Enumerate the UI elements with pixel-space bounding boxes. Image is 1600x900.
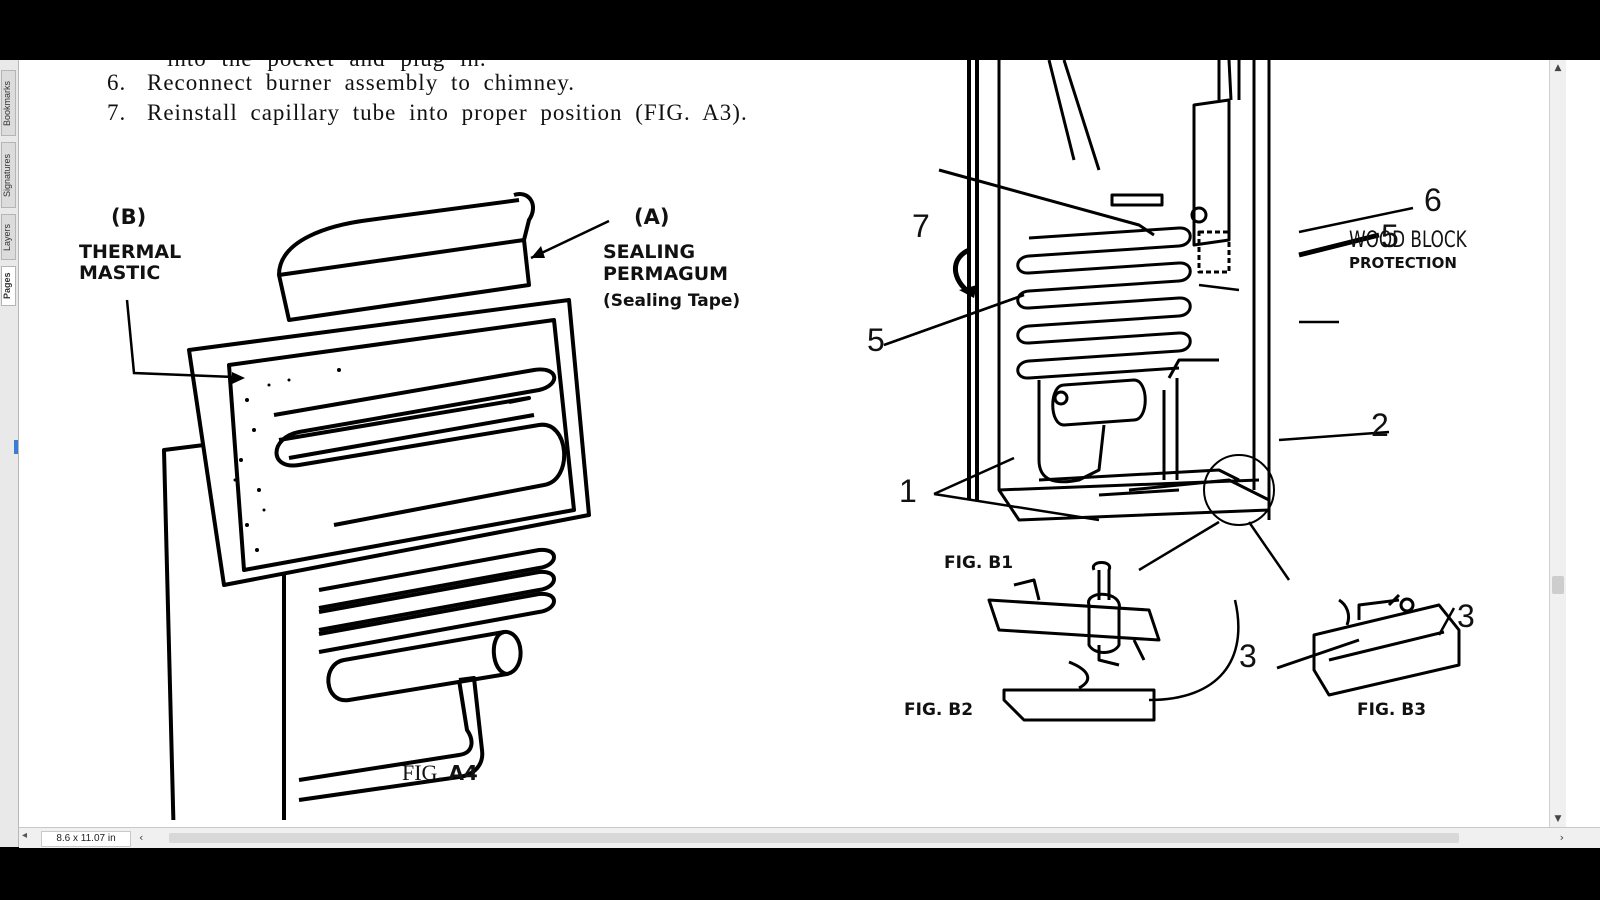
panel-resize-marker[interactable] bbox=[14, 440, 18, 454]
pdf-viewer-window: Bookmarks Signatures Layers Pages into t… bbox=[0, 60, 1600, 848]
fig-b3-caption: FIG. B3 bbox=[1357, 700, 1427, 720]
fig-b1-caption: FIG. B1 bbox=[944, 553, 1014, 573]
document-page: into the pocket and plug in. 6. Reconnec… bbox=[19, 60, 1566, 827]
step-text: Reconnect burner assembly to chimney. bbox=[147, 70, 576, 95]
callout-1: 1 bbox=[899, 473, 917, 509]
scroll-down-icon[interactable]: ▼ bbox=[1550, 811, 1566, 827]
scroll-up-icon[interactable]: ▲ bbox=[1550, 60, 1566, 76]
label-b: (B) bbox=[111, 205, 147, 229]
horizontal-scrollbar[interactable]: ‹ › bbox=[137, 830, 1568, 846]
wood-block-label: WOOD BLOCK bbox=[1349, 228, 1467, 253]
layers-tab[interactable]: Layers bbox=[1, 214, 16, 260]
permagum-label: PERMAGUM bbox=[603, 263, 729, 285]
scroll-left-icon[interactable]: ‹ bbox=[139, 831, 144, 844]
callout-3-center: 3 bbox=[1239, 638, 1257, 674]
scroll-right-icon[interactable]: › bbox=[1559, 831, 1564, 844]
label-a: (A) bbox=[634, 205, 670, 229]
instruction-steps: 6. Reconnect burner assembly to chimney.… bbox=[107, 68, 757, 128]
status-left-arrow-icon[interactable]: ◂ bbox=[22, 830, 28, 841]
navigation-panel-rail: Bookmarks Signatures Layers Pages bbox=[0, 60, 19, 847]
fig-a4-leader-lines bbox=[125, 219, 610, 384]
vertical-scroll-thumb[interactable] bbox=[1552, 576, 1564, 594]
sealing-label: SEALING bbox=[603, 241, 696, 263]
fig-b1-illustration bbox=[883, 60, 1461, 722]
callout-2: 2 bbox=[1371, 407, 1389, 443]
fig-a4-caption: FIG. A4 bbox=[402, 760, 478, 786]
cut-off-text-line: into the pocket and plug in. bbox=[167, 60, 487, 72]
step-item: 7. Reinstall capillary tube into proper … bbox=[107, 98, 757, 128]
signatures-tab[interactable]: Signatures bbox=[1, 142, 16, 208]
step-text: Reinstall capillary tube into proper pos… bbox=[147, 100, 748, 125]
fig-a4-illustration bbox=[162, 192, 591, 820]
thermal-label: THERMAL bbox=[79, 241, 182, 263]
vertical-scrollbar[interactable]: ▲ ▼ bbox=[1549, 60, 1566, 827]
callout-5-right: 5 bbox=[1381, 218, 1399, 254]
mastic-label: MASTIC bbox=[79, 262, 161, 284]
bookmarks-tab[interactable]: Bookmarks bbox=[1, 70, 16, 136]
step-number: 6. bbox=[107, 70, 127, 95]
fig-b2-caption: FIG. B2 bbox=[904, 700, 974, 720]
status-bar: ◂ 8.6 x 11.07 in ‹ › bbox=[19, 827, 1600, 848]
caption-id: A4 bbox=[448, 761, 478, 785]
callout-3-right: 3 bbox=[1457, 598, 1475, 634]
pages-tab[interactable]: Pages bbox=[1, 266, 16, 306]
protection-label: PROTECTION bbox=[1349, 254, 1457, 272]
step-number: 7. bbox=[107, 100, 127, 125]
horizontal-scroll-thumb[interactable] bbox=[169, 833, 1459, 843]
page-size-display: 8.6 x 11.07 in bbox=[41, 831, 131, 847]
step-item: 6. Reconnect burner assembly to chimney. bbox=[107, 68, 757, 98]
sealing-tape-label: (Sealing Tape) bbox=[603, 291, 741, 311]
callout-5-left: 5 bbox=[867, 322, 885, 358]
callout-7: 7 bbox=[912, 208, 930, 244]
callout-6: 6 bbox=[1424, 182, 1442, 218]
caption-prefix: FIG. bbox=[402, 760, 443, 785]
